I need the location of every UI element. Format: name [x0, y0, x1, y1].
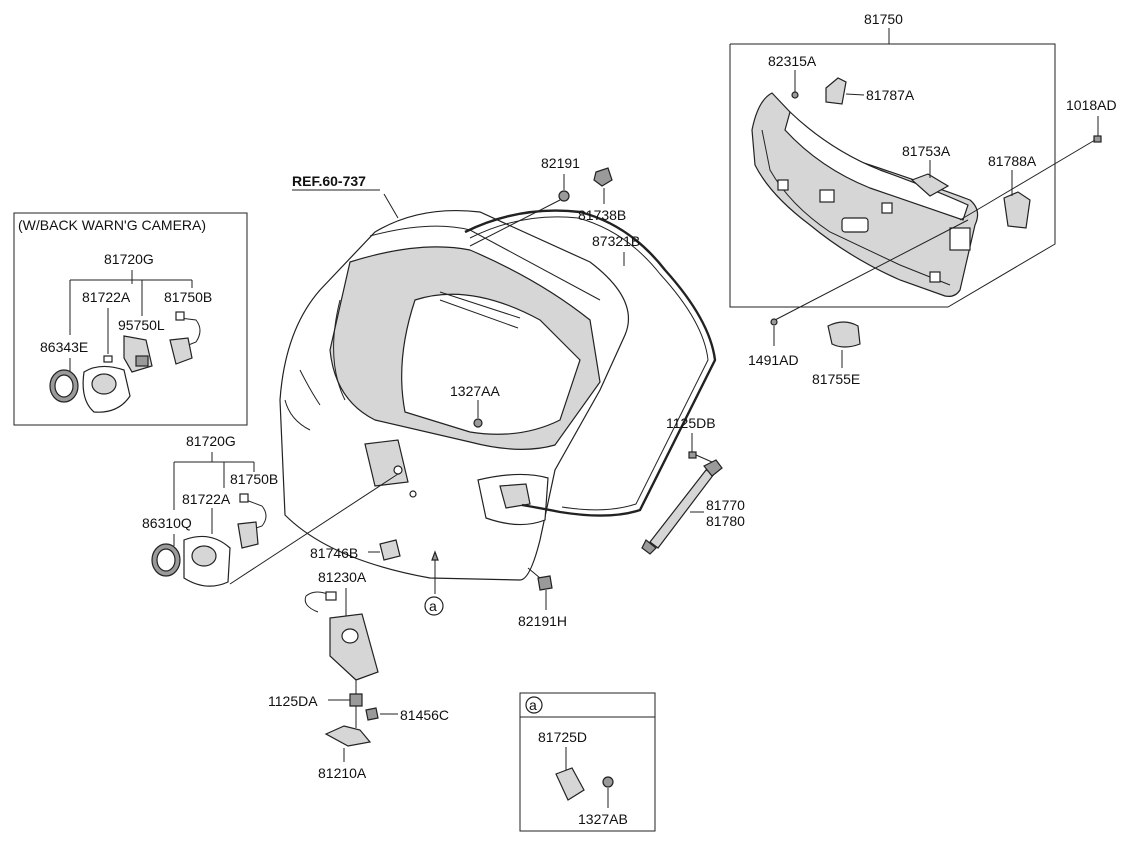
- label-87321B: 87321B: [592, 233, 640, 249]
- clip-1491AD[interactable]: [770, 318, 778, 326]
- part-81725D[interactable]: [555, 767, 585, 801]
- label-1018AD: 1018AD: [1066, 97, 1117, 113]
- label-cam-81722A: 81722A: [82, 289, 131, 305]
- label-81456C: 81456C: [400, 707, 449, 723]
- label-81720G: 81720G: [186, 433, 236, 449]
- label-81753A: 81753A: [902, 143, 951, 159]
- label-cam-81750B: 81750B: [164, 289, 212, 305]
- label-cam-95750L: 95750L: [118, 317, 165, 333]
- label-cam-86343E: 86343E: [40, 339, 88, 355]
- label-81787A: 81787A: [866, 87, 915, 103]
- handle-81210A[interactable]: [324, 725, 372, 747]
- label-1327AA: 1327AA: [450, 383, 500, 399]
- nut-1327AA[interactable]: [473, 418, 483, 428]
- detail-callout-a-text: a: [429, 598, 437, 614]
- detail-a-box: [519, 692, 656, 832]
- part-81788A[interactable]: [1003, 191, 1031, 229]
- label-81750: 81750: [864, 11, 903, 27]
- bolt-1125DB[interactable]: [688, 451, 697, 459]
- latch-81230A[interactable]: [329, 613, 379, 681]
- label-81770: 81770: [706, 497, 745, 513]
- tailgate-group: REF.60-737 87321B 82191 81738: [279, 155, 745, 581]
- label-1327AB: 1327AB: [578, 811, 628, 827]
- label-82315A: 82315A: [768, 53, 817, 69]
- camera-box-title: (W/BACK WARN'G CAMERA): [18, 217, 206, 233]
- label-81746B: 81746B: [310, 545, 358, 561]
- detail-a-group: a 81725D 1327AB: [519, 692, 656, 832]
- label-81210A: 81210A: [318, 765, 367, 781]
- label-81722A: 81722A: [182, 491, 231, 507]
- label-cam-81720G: 81720G: [104, 251, 154, 267]
- label-81738B: 81738B: [578, 207, 626, 223]
- handle-group: 81720G 81750B 81722A 86310Q: [142, 433, 399, 587]
- camera-box-group: (W/BACK WARN'G CAMERA) 81720G 81722A 817…: [13, 212, 248, 426]
- detail-a-marker: [525, 696, 543, 714]
- bolt-1125DA[interactable]: [349, 693, 363, 707]
- ref-label: REF.60-737: [292, 173, 366, 189]
- bolt-82191[interactable]: [558, 190, 570, 202]
- nut-1327AB[interactable]: [602, 776, 614, 788]
- screw-1018AD[interactable]: [1093, 135, 1102, 143]
- trim-panel-group: 81750 82315A 81787A 81753A 81788A 1018AD: [729, 11, 1117, 387]
- part-81787A[interactable]: [825, 77, 847, 105]
- label-81788A: 81788A: [988, 153, 1037, 169]
- part-81746B[interactable]: [379, 539, 401, 561]
- bolt-82191H[interactable]: [537, 575, 553, 591]
- label-1491AD: 1491AD: [748, 352, 799, 368]
- label-82191H: 82191H: [518, 613, 567, 629]
- label-81750B: 81750B: [230, 471, 278, 487]
- detail-callout-a: [424, 596, 444, 616]
- label-1125DB: 1125DB: [666, 415, 716, 431]
- label-82191: 82191: [541, 155, 580, 171]
- part-81755E[interactable]: [827, 321, 861, 348]
- screw-81456C[interactable]: [365, 707, 379, 721]
- gas-strut[interactable]: [649, 469, 715, 549]
- label-81780: 81780: [706, 513, 745, 529]
- switch-81750B[interactable]: [237, 521, 259, 549]
- label-81725D: 81725D: [538, 729, 587, 745]
- label-86310Q: 86310Q: [142, 515, 192, 531]
- label-81755E: 81755E: [812, 371, 860, 387]
- label-1125DA: 1125DA: [268, 693, 318, 709]
- switch-cam-81750B[interactable]: [169, 337, 193, 365]
- part-81753A[interactable]: [910, 173, 950, 197]
- camera-95750L[interactable]: [123, 335, 153, 373]
- detail-a-marker-text: a: [529, 697, 537, 713]
- label-81230A: 81230A: [318, 569, 367, 585]
- part-81738B[interactable]: [593, 167, 613, 187]
- latch-group: 81746B a 81230A 1125DA 81456C 81210A 821…: [268, 539, 567, 781]
- camera-box: [13, 212, 248, 426]
- weatherstrip-87321B[interactable]: [464, 209, 717, 517]
- trim-panel-box: [729, 43, 1056, 308]
